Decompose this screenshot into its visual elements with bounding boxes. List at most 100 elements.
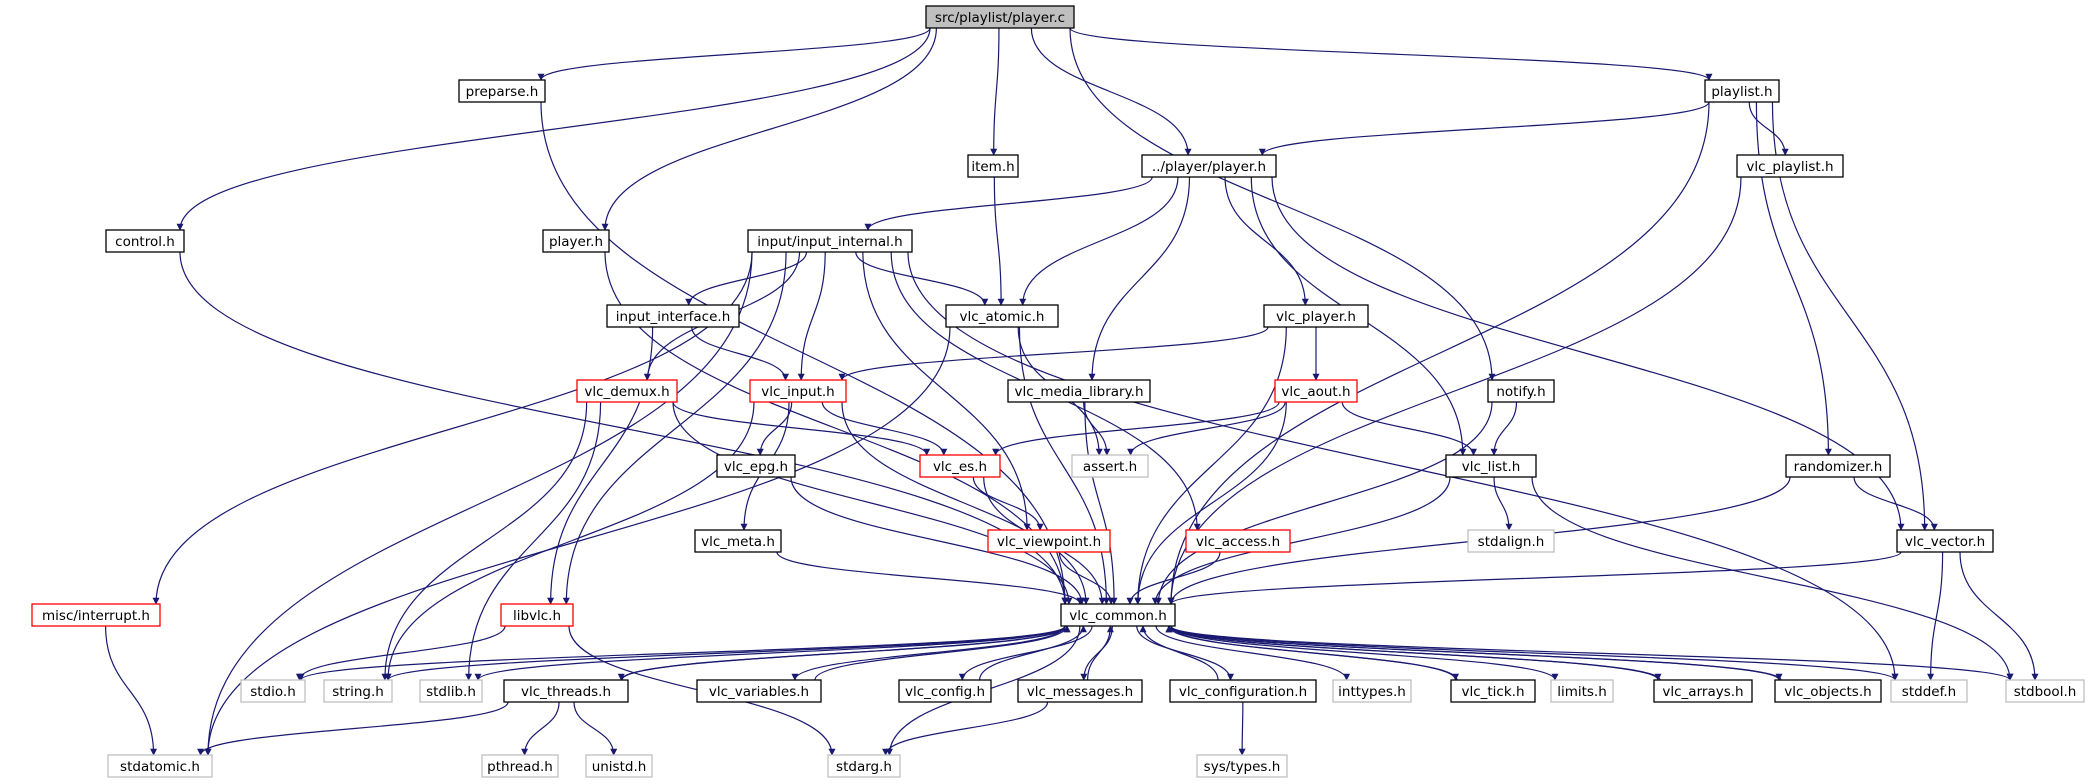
node-libvlc[interactable]: libvlc.h bbox=[500, 603, 574, 627]
node-string: string.h bbox=[323, 679, 393, 703]
node-vlcmedialibrary-box bbox=[1007, 379, 1151, 403]
node-stdio-box bbox=[240, 679, 306, 703]
node-root: src/playlist/player.c bbox=[925, 5, 1075, 29]
edge-vlcdemux-to-stdlib bbox=[465, 401, 602, 681]
node-vlclist[interactable]: vlc_list.h bbox=[1445, 454, 1537, 478]
edge-playlist-to-playerplayer bbox=[1258, 101, 1710, 156]
edge-vlcvector-to-stddef bbox=[1927, 551, 1944, 681]
node-vlcviewpoint[interactable]: vlc_viewpoint.h bbox=[987, 529, 1111, 553]
node-vlcmeta-label: vlc_meta.h bbox=[701, 534, 775, 550]
edge-vlcinput-to-vlcepg bbox=[756, 401, 793, 456]
node-vlcepg[interactable]: vlc_epg.h bbox=[716, 454, 796, 478]
node-vlces[interactable]: vlc_es.h bbox=[919, 454, 1001, 478]
edge-playlist-to-vlcplaylist bbox=[1748, 101, 1789, 156]
node-vlcvariables-box bbox=[696, 679, 822, 703]
node-vlcplaylist[interactable]: vlc_playlist.h bbox=[1736, 154, 1844, 178]
node-stdio: stdio.h bbox=[240, 679, 306, 703]
node-inputinternal[interactable]: input/input_internal.h bbox=[747, 229, 913, 253]
node-systypes-box bbox=[1196, 754, 1288, 778]
edge-vlccommon-to-limits bbox=[1170, 625, 1559, 681]
node-stdlib-label: stdlib.h bbox=[426, 684, 476, 700]
node-item[interactable]: item.h bbox=[967, 154, 1019, 178]
node-stdbool-label: stdbool.h bbox=[2014, 684, 2077, 700]
edge-vlcaout-to-vlclist bbox=[1341, 401, 1477, 456]
node-vlcaccess[interactable]: vlc_access.h bbox=[1185, 529, 1291, 553]
edge-playerplayer-to-vlcplayer bbox=[1224, 176, 1309, 306]
node-vlcmedialibrary-label: vlc_media_library.h bbox=[1014, 384, 1143, 400]
edge-vlcthreads-to-pthread bbox=[521, 701, 560, 756]
node-assert-box bbox=[1071, 454, 1149, 478]
node-vlcmeta[interactable]: vlc_meta.h bbox=[694, 529, 782, 553]
node-inputinterface[interactable]: input_interface.h bbox=[606, 304, 740, 328]
node-vlcaout[interactable]: vlc_aout.h bbox=[1274, 379, 1358, 403]
node-vlcepg-box bbox=[716, 454, 796, 478]
node-vlclist-label: vlc_list.h bbox=[1462, 459, 1521, 475]
edge-vlcatomic-to-vlccommon bbox=[1018, 326, 1110, 605]
node-vlcconfig-label: vlc_config.h bbox=[905, 684, 985, 700]
node-vlcviewpoint-label: vlc_viewpoint.h bbox=[997, 534, 1101, 550]
node-playlist[interactable]: playlist.h bbox=[1704, 79, 1780, 103]
edge-vlcplayer-to-vlcinput bbox=[838, 326, 1269, 381]
node-stdatomic: stdatomic.h bbox=[107, 754, 213, 778]
node-inputinternal-label: input/input_internal.h bbox=[757, 234, 902, 250]
edge-vlcvector-to-vlccommon bbox=[1167, 551, 1902, 605]
node-preparse[interactable]: preparse.h bbox=[458, 79, 546, 103]
node-playerh[interactable]: player.h bbox=[542, 229, 610, 253]
edge-notify-to-vlccommon bbox=[1154, 401, 1493, 605]
node-control[interactable]: control.h bbox=[105, 229, 185, 253]
node-vlcconfig[interactable]: vlc_config.h bbox=[898, 679, 992, 703]
node-vlcvariables[interactable]: vlc_variables.h bbox=[696, 679, 822, 703]
node-vlctick[interactable]: vlc_tick.h bbox=[1450, 679, 1536, 703]
node-stdarg-label: stdarg.h bbox=[836, 759, 892, 775]
node-randomizer[interactable]: randomizer.h bbox=[1785, 454, 1891, 478]
node-string-label: string.h bbox=[332, 684, 384, 700]
node-vlcvector-box bbox=[1896, 529, 1994, 553]
node-item-label: item.h bbox=[971, 159, 1014, 175]
node-playlist-label: playlist.h bbox=[1711, 84, 1772, 100]
node-vlccommon[interactable]: vlc_common.h bbox=[1060, 603, 1176, 627]
node-inttypes-label: inttypes.h bbox=[1338, 684, 1406, 700]
edge-vlcaccess-to-vlccommon bbox=[1126, 551, 1221, 605]
edge-vlcthreads-to-vlccommon bbox=[621, 625, 1071, 681]
node-stddef: stddef.h bbox=[1890, 679, 1968, 703]
node-stdatomic-box bbox=[107, 754, 213, 778]
edge-vlcvector-to-stdbool bbox=[1959, 551, 2039, 681]
node-vlcobjects[interactable]: vlc_objects.h bbox=[1774, 679, 1882, 703]
edge-vlcinput-to-vlccommon bbox=[841, 401, 1090, 605]
node-vlcmedialibrary[interactable]: vlc_media_library.h bbox=[1007, 379, 1151, 403]
node-vlcplayer[interactable]: vlc_player.h bbox=[1263, 304, 1369, 328]
node-string-box bbox=[323, 679, 393, 703]
node-vlcconfiguration[interactable]: vlc_configuration.h bbox=[1169, 679, 1317, 703]
edge-vlcplaylist-to-vlccommon bbox=[1167, 176, 1742, 605]
node-vlcdemux[interactable]: vlc_demux.h bbox=[576, 379, 678, 403]
node-vlcvector[interactable]: vlc_vector.h bbox=[1896, 529, 1994, 553]
node-vlcthreads[interactable]: vlc_threads.h bbox=[503, 679, 629, 703]
node-notify-label: notify.h bbox=[1496, 384, 1545, 400]
node-vlcatomic-box bbox=[945, 304, 1059, 328]
node-vlcepg-label: vlc_epg.h bbox=[724, 459, 788, 475]
node-vlcmessages-label: vlc_messages.h bbox=[1027, 684, 1133, 700]
node-vlcinput-box bbox=[749, 379, 847, 403]
edge-vlccommon-to-stdlib bbox=[474, 625, 1066, 681]
node-vlcarrays-label: vlc_arrays.h bbox=[1662, 684, 1743, 700]
node-limits: limits.h bbox=[1550, 679, 1614, 703]
node-pthread-box bbox=[481, 754, 559, 778]
edge-vlcepg-to-vlccommon bbox=[790, 476, 1086, 605]
node-vlces-box bbox=[919, 454, 1001, 478]
node-notify[interactable]: notify.h bbox=[1487, 379, 1555, 403]
node-playerplayer[interactable]: ../player/player.h bbox=[1141, 154, 1277, 178]
node-inputinterface-label: input_interface.h bbox=[616, 309, 731, 325]
node-vlcmessages[interactable]: vlc_messages.h bbox=[1017, 679, 1143, 703]
node-stdalign-box bbox=[1467, 529, 1555, 553]
node-vlcinput[interactable]: vlc_input.h bbox=[749, 379, 847, 403]
node-vlcatomic[interactable]: vlc_atomic.h bbox=[945, 304, 1059, 328]
node-vlcarrays[interactable]: vlc_arrays.h bbox=[1653, 679, 1753, 703]
edge-vlcarrays-to-vlccommon bbox=[1165, 625, 1661, 681]
node-systypes: sys/types.h bbox=[1196, 754, 1288, 778]
node-miscinterrupt[interactable]: misc/interrupt.h bbox=[31, 603, 161, 627]
node-playerh-box bbox=[542, 229, 610, 253]
edge-root-to-preparse bbox=[537, 27, 931, 81]
node-vlcconfig-box bbox=[898, 679, 992, 703]
edge-vlccommon-to-stdio bbox=[297, 625, 1066, 681]
